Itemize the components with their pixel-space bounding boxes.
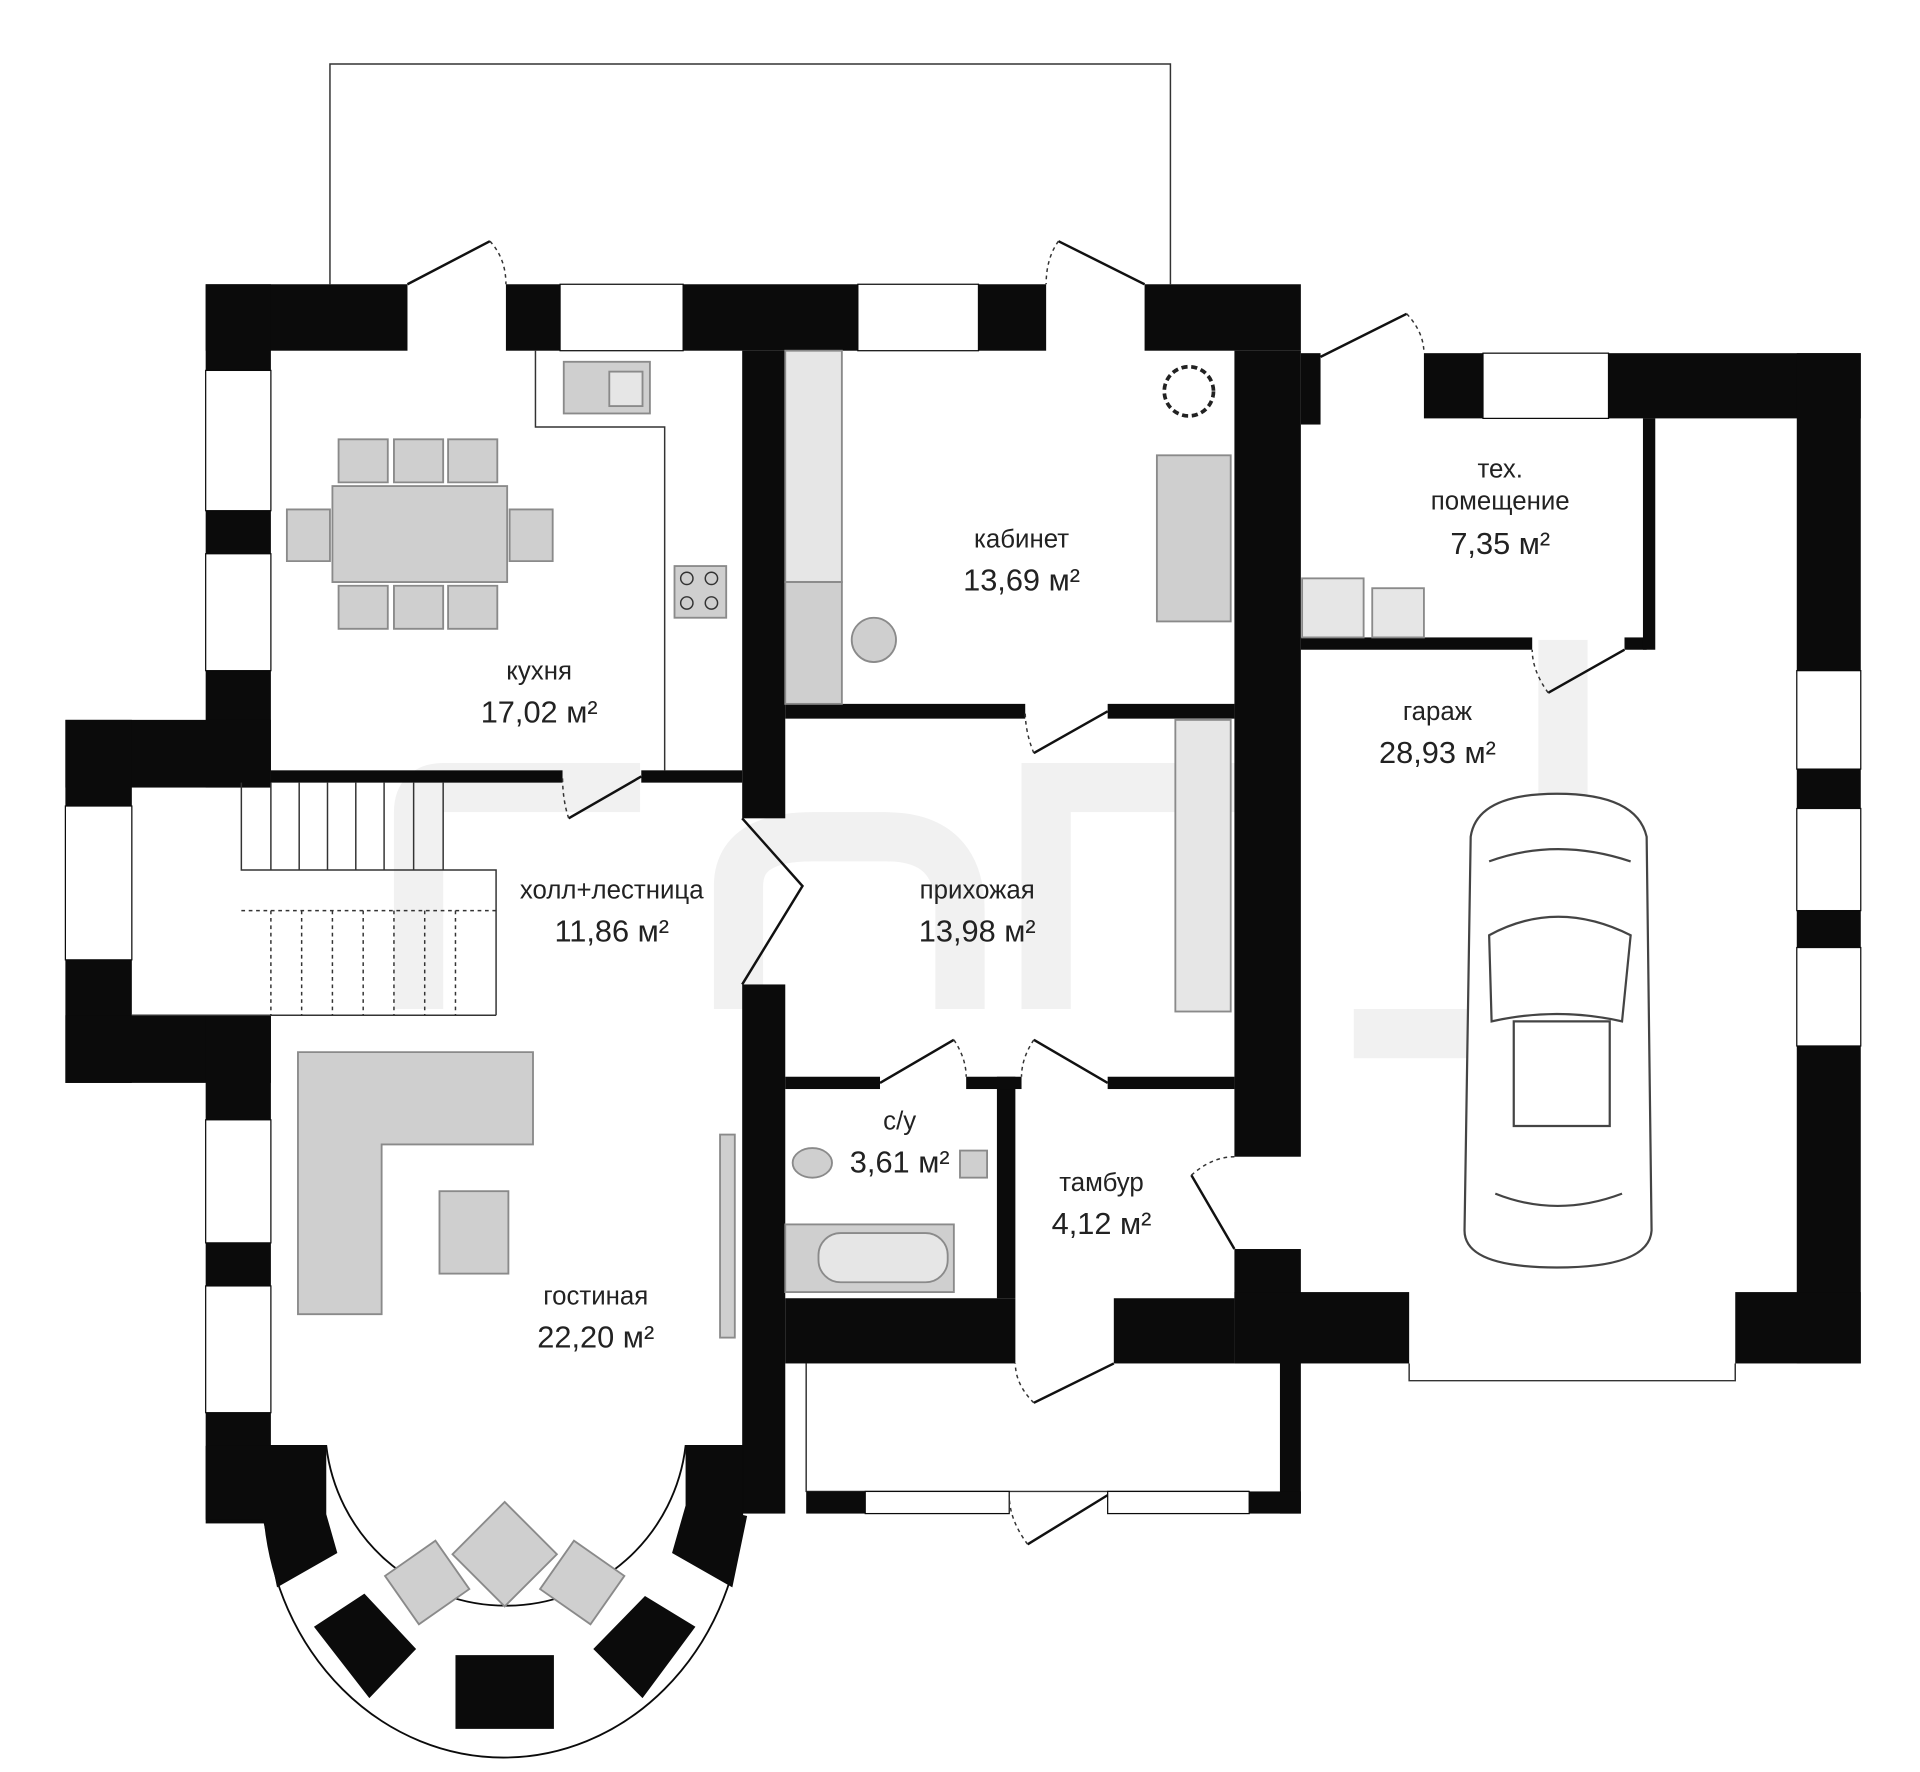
window (1482, 352, 1610, 420)
wall-segment (785, 1298, 1016, 1364)
room-label: прихожая 13,98 м² (919, 876, 1036, 948)
room-labels: кухня 17,02 м² кабинет 13,69 м² тех. помещени… (481, 455, 1570, 1354)
wall-segment (785, 1076, 881, 1090)
room-area: 13,69 м² (963, 563, 1080, 598)
wall-segment (205, 510, 271, 554)
room-name: гостиная (543, 1282, 648, 1310)
plant-icon (1162, 364, 1216, 418)
wardrobe-entry (1174, 718, 1232, 1013)
wall-segment (742, 984, 786, 1514)
wall-segment (1107, 703, 1235, 719)
room-area: 13,98 м² (919, 913, 1036, 948)
wall-segment (1624, 637, 1647, 650)
window (864, 1490, 1010, 1515)
walls (65, 284, 1861, 1524)
room-name: с/у (883, 1108, 916, 1136)
wall-segment (505, 284, 561, 351)
sofa (1155, 454, 1232, 623)
room-name: тех. (1477, 455, 1522, 483)
room-area: 3,61 м² (850, 1145, 950, 1180)
wall-segment (1796, 910, 1861, 948)
wall-segment (1107, 1076, 1235, 1090)
room-area: 11,86 м² (554, 913, 669, 948)
room-name: кухня (506, 657, 572, 685)
wall-segment (1144, 284, 1301, 351)
office-furniture (784, 349, 1232, 705)
watermark-logo (393, 639, 1600, 1059)
wall-segment (806, 1491, 866, 1514)
windows (64, 283, 1862, 1515)
wall-segment (742, 350, 786, 819)
window (64, 805, 133, 961)
window (1796, 946, 1862, 1047)
room-name: помещение (1431, 487, 1570, 515)
room-name: тамбур (1059, 1169, 1144, 1197)
room-label: тамбур 4,12 м² (1052, 1169, 1152, 1241)
wall-segment (996, 1076, 1016, 1299)
wall-segment (1796, 353, 1861, 671)
wall-segment (205, 1015, 271, 1120)
window (205, 369, 272, 512)
wall-segment (270, 770, 563, 783)
wall-segment (1234, 350, 1301, 1157)
doors (406, 240, 1626, 1546)
room-label: холл+лестница 11,86 м² (520, 876, 704, 948)
room-label: кабинет 13,69 м² (963, 526, 1080, 598)
office-chair (850, 616, 897, 663)
window (1796, 807, 1862, 912)
room-area: 4,12 м² (1052, 1206, 1152, 1241)
room-label: кухня 17,02 м² (481, 657, 598, 729)
window (205, 1285, 272, 1414)
window (1796, 670, 1862, 770)
wall-segment (1423, 353, 1483, 419)
room-label: гараж 28,93 м² (1379, 698, 1496, 770)
wall-segment (978, 284, 1047, 351)
window (559, 283, 684, 352)
garage-apron (1408, 1363, 1736, 1382)
room-label: гостиная 22,20 м² (537, 1282, 654, 1354)
wall-segment (1300, 353, 1321, 425)
window (1107, 1490, 1250, 1515)
kitchen-counter (534, 350, 728, 771)
wall-segment (1796, 769, 1861, 809)
window (205, 553, 272, 672)
dining-table (285, 438, 554, 630)
window (205, 1119, 272, 1244)
wall-segment (1113, 1298, 1235, 1364)
room-area: 22,20 м² (537, 1319, 654, 1354)
wall-segment (1279, 1363, 1301, 1514)
room-area: 28,93 м² (1379, 735, 1496, 770)
bathroom-fixtures (784, 1147, 988, 1294)
room-area: 7,35 м² (1450, 526, 1550, 561)
room-name: кабинет (974, 526, 1069, 554)
terrace-outline (329, 63, 1172, 285)
room-name: гараж (1403, 698, 1473, 726)
wall-segment (966, 1076, 1022, 1090)
room-label: тех. помещение 7,35 м² (1431, 455, 1570, 560)
wall-segment (785, 703, 1026, 719)
porch-outline (805, 1363, 1250, 1493)
living-furniture (297, 1051, 736, 1626)
wall-segment (1300, 637, 1533, 650)
room-name: прихожая (920, 876, 1035, 904)
wall-segment (1642, 418, 1656, 650)
room-label: с/у 3,61 м² (850, 1108, 950, 1180)
wall-segment (1234, 1292, 1410, 1364)
wall-segment (683, 284, 858, 351)
car-icon (1463, 792, 1653, 1269)
bay-window (205, 1444, 748, 1759)
wall-segment (641, 770, 743, 783)
room-area: 17,02 м² (481, 694, 598, 729)
staircase (131, 782, 497, 1016)
wall-segment (205, 284, 271, 371)
window (857, 283, 980, 352)
wall-segment (1249, 1491, 1301, 1514)
wall-segment (205, 1242, 271, 1286)
wall-segment (1735, 1292, 1861, 1364)
room-name: холл+лестница (520, 876, 704, 904)
tech-equipment (1301, 577, 1425, 639)
wall-segment (65, 719, 132, 807)
